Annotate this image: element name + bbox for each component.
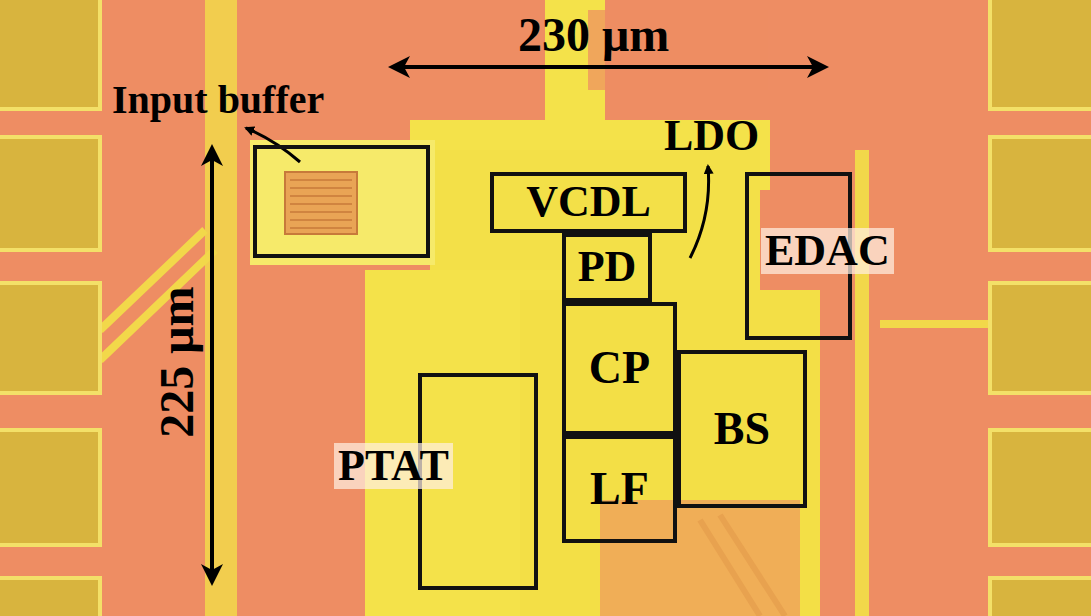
block-label: Input buffer — [112, 79, 324, 121]
block-label: LDO — [664, 113, 759, 159]
leader-arrow — [690, 166, 709, 258]
block-outline: VCDL — [490, 172, 687, 233]
dimension-arrow — [210, 148, 214, 582]
block-label: VCDL — [526, 179, 651, 225]
block-label: BS — [714, 405, 770, 453]
block-outline: Input buffer — [253, 145, 430, 258]
block-label: EDAC — [761, 228, 894, 274]
dimension-arrow — [392, 65, 825, 69]
block-outline: PD — [562, 233, 652, 302]
block-label: CP — [589, 344, 650, 392]
block-label: LF — [590, 465, 649, 513]
block-label: PD — [578, 244, 637, 290]
block-outline: LF — [562, 435, 677, 543]
dimension-arrow — [392, 65, 825, 69]
dimension-label: 225 μm — [153, 286, 203, 437]
block-outline: BS — [677, 350, 807, 508]
block-outline: CP — [562, 302, 677, 435]
block-outline: PTAT — [418, 373, 538, 590]
block-outline: EDAC — [745, 172, 852, 340]
block-label: PTAT — [334, 443, 453, 489]
dimension-label: 230 μm — [518, 10, 669, 60]
